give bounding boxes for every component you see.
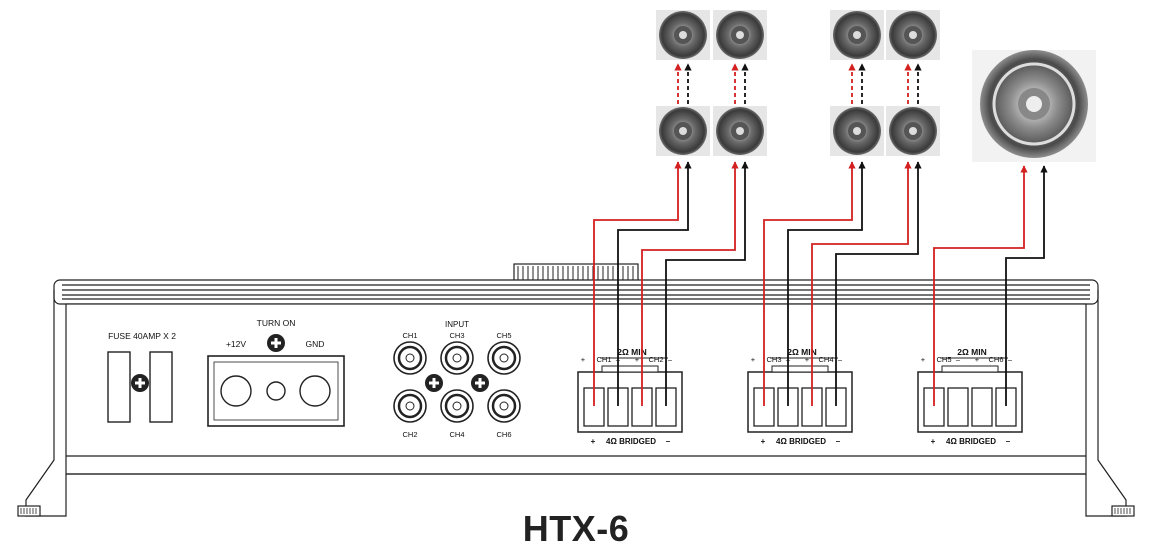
svg-text:–: – xyxy=(836,437,841,446)
speaker-icon xyxy=(656,106,710,156)
speaker-group-ch1-ch2 xyxy=(656,10,767,156)
fuse-holder-left xyxy=(107,351,131,423)
svg-text:+: + xyxy=(751,355,756,364)
output-label-ch1: CH1 xyxy=(596,355,611,364)
remote-screw-icon xyxy=(267,334,285,352)
speaker-icon xyxy=(713,106,767,156)
output-label-ch3: CH3 xyxy=(766,355,781,364)
svg-text:+: + xyxy=(975,355,980,364)
svg-text:–: – xyxy=(668,355,673,364)
input-label-ch3: CH3 xyxy=(449,331,464,340)
svg-text:+: + xyxy=(591,437,596,446)
svg-text:+: + xyxy=(805,355,810,364)
min-impedance-label: 2Ω MIN xyxy=(787,347,816,357)
rca-jack-ch1 xyxy=(393,341,427,375)
bridged-label: 4Ω BRIDGED xyxy=(606,437,656,446)
output-label-ch5: CH5 xyxy=(936,355,951,364)
gnd-label: GND xyxy=(306,339,325,349)
output-label-ch2: CH2 xyxy=(648,355,663,364)
model-title: HTX-6 xyxy=(522,508,630,549)
speaker-icon xyxy=(713,10,767,60)
output-block-ch3-ch4: 2Ω MIN + CH3 – + CH4 – + 4Ω BRIDGED – xyxy=(747,347,853,446)
min-impedance-label: 2Ω MIN xyxy=(617,347,646,357)
fuse-label: FUSE 40AMP X 2 xyxy=(108,331,176,341)
input-label-ch1: CH1 xyxy=(402,331,417,340)
power-terminal: TURN ON +12V GND xyxy=(207,318,345,427)
subwoofer-icon xyxy=(972,50,1096,162)
rca-jack-ch3 xyxy=(440,341,474,375)
bridged-label: 4Ω BRIDGED xyxy=(946,437,996,446)
svg-text:–: – xyxy=(666,437,671,446)
speaker-group-ch3-ch4 xyxy=(830,10,940,156)
gnd-port xyxy=(299,375,331,407)
svg-text:+: + xyxy=(761,437,766,446)
output-label-ch6: CH6 xyxy=(988,355,1003,364)
input-label-ch4: CH4 xyxy=(449,430,464,439)
rca-jack-ch6 xyxy=(487,389,521,423)
turn-on-label: TURN ON xyxy=(257,318,296,328)
input-title: INPUT xyxy=(445,320,469,329)
plus12v-label: +12V xyxy=(226,339,246,349)
rca-jack-ch4 xyxy=(440,389,474,423)
fuse-holder-right xyxy=(149,351,173,423)
svg-text:+: + xyxy=(921,355,926,364)
fuse-screw-icon xyxy=(131,374,149,392)
speaker-wires xyxy=(593,63,1048,406)
svg-text:+: + xyxy=(581,355,586,364)
svg-text:–: – xyxy=(838,355,843,364)
svg-text:–: – xyxy=(1006,437,1011,446)
svg-text:–: – xyxy=(956,355,961,364)
rca-jack-ch5 xyxy=(487,341,521,375)
output-block-ch1-ch2: 2Ω MIN + CH1 – + CH2 – + 4Ω BRIDGED – xyxy=(577,347,683,446)
speaker-icon xyxy=(830,10,884,60)
heatsink-fins xyxy=(517,266,634,282)
svg-text:+: + xyxy=(931,437,936,446)
speaker-icon xyxy=(886,10,940,60)
input-screw-icon-left xyxy=(425,374,443,392)
remote-port xyxy=(266,381,286,401)
input-label-ch2: CH2 xyxy=(402,430,417,439)
speaker-icon xyxy=(656,10,710,60)
output-label-ch4: CH4 xyxy=(818,355,833,364)
speaker-icon xyxy=(886,106,940,156)
svg-text:–: – xyxy=(1008,355,1013,364)
speaker-icon xyxy=(830,106,884,156)
output-block-ch5-ch6: 2Ω MIN + CH5 – + CH6 – + 4Ω BRIDGED – xyxy=(917,347,1023,446)
min-impedance-label: 2Ω MIN xyxy=(957,347,986,357)
svg-text:+: + xyxy=(635,355,640,364)
bridged-label: 4Ω BRIDGED xyxy=(776,437,826,446)
fuse-section: FUSE 40AMP X 2 xyxy=(107,331,176,423)
input-screw-icon-right xyxy=(471,374,489,392)
input-label-ch5: CH5 xyxy=(496,331,511,340)
rca-jack-ch2 xyxy=(393,389,427,423)
input-label-ch6: CH6 xyxy=(496,430,511,439)
input-section: INPUT CH1 CH3 CH5 CH2 CH4 CH6 xyxy=(393,320,521,439)
plus12v-port xyxy=(220,375,252,407)
